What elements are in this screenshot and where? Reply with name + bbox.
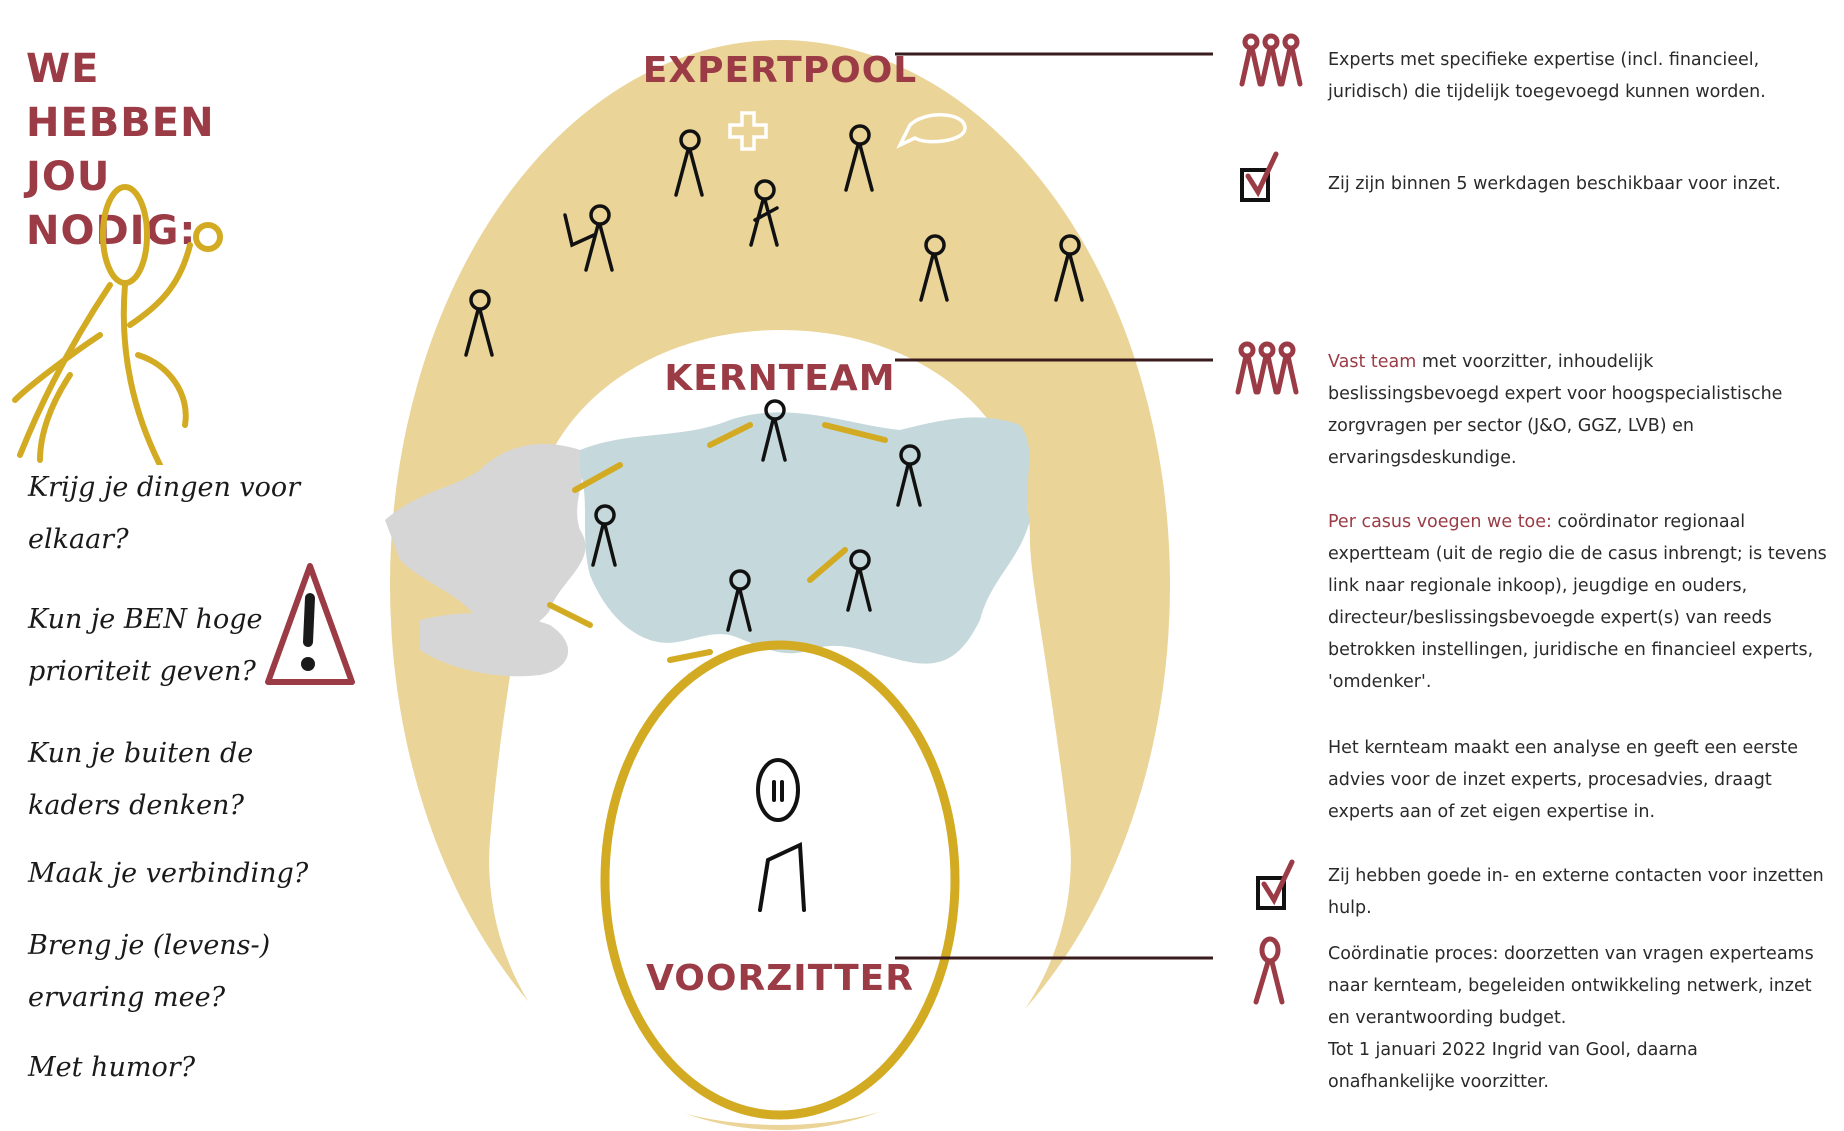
question-5: Breng je (levens-) ervaring mee?	[28, 930, 271, 1013]
kernteam-person-icon	[846, 549, 872, 612]
expert-person-icon	[674, 129, 704, 197]
kernteam-members	[591, 399, 922, 632]
kernteam-accent: Vast team	[1328, 352, 1417, 372]
expert-person-icon	[1054, 234, 1084, 302]
expertpool-description: Experts met specifieke expertise (incl. …	[1328, 50, 1766, 102]
kernteam-connections	[547, 422, 888, 663]
people-group-icon	[1235, 341, 1299, 395]
title-line-1: WE HEBBEN	[26, 46, 215, 146]
question-3: Kun je buiten de kaders denken?	[28, 738, 254, 821]
voorzitter-circle	[600, 640, 960, 1120]
kernteam-person-icon	[896, 444, 922, 507]
voorzitter-person-icon	[756, 758, 806, 912]
kernteam-text: met voorzitter, inhoudelijk beslissingsb…	[1328, 352, 1783, 468]
voorzitter-coordination: Coördinatie proces: doorzetten van vrage…	[1328, 944, 1814, 1028]
expert-person-icon	[563, 204, 614, 272]
people-group-icon	[1239, 33, 1303, 87]
expertpool-label: EXPERTPOOL	[643, 50, 918, 91]
per-casus-text: coördinator regionaal expertteam (uit de…	[1328, 512, 1827, 692]
expert-person-icon	[464, 289, 494, 357]
person-with-balloon-icon	[12, 184, 223, 465]
kernteam-person-icon	[726, 569, 752, 632]
per-casus-description: Per casus voegen we toe: coördinator reg…	[1328, 506, 1828, 698]
expertpool-availability: Zij zijn binnen 5 werkdagen beschikbaar …	[1328, 174, 1781, 194]
person-icon	[1253, 936, 1285, 1005]
question-2: Kun je BEN hoge prioriteit geven?	[28, 604, 263, 687]
expertise-symbols	[436, 111, 967, 225]
map-region-grey-south	[420, 613, 569, 677]
title-line-2: JOU NODIG:	[26, 154, 197, 254]
kernteam-label: KERNTEAM	[664, 358, 895, 399]
voorzitter-label: VOORZITTER	[646, 958, 914, 999]
kernteam-person-icon	[591, 504, 617, 567]
euro-icon	[436, 173, 478, 225]
per-casus-accent: Per casus voegen we toe:	[1328, 512, 1552, 532]
connector-lines	[895, 52, 1213, 960]
expert-person-icon	[844, 124, 874, 192]
question-1: Krijg je dingen voor elkaar?	[28, 472, 301, 555]
checkbox-icon	[1256, 859, 1295, 910]
voorzitter-description: Coördinatie proces: doorzetten van vrage…	[1328, 938, 1828, 1098]
question-4: Maak je verbinding?	[28, 858, 309, 889]
expertpool-members	[464, 124, 1084, 357]
expert-person-icon	[919, 234, 949, 302]
kernteam-person-icon	[761, 399, 787, 462]
scale-icon	[438, 121, 512, 169]
speech-bubble-icon	[896, 113, 967, 149]
kernteam-analysis: Het kernteam maakt een analyse en geeft …	[1328, 738, 1799, 822]
expert-person-icon	[749, 179, 779, 247]
checkbox-icon	[1240, 151, 1279, 202]
plus-icon	[728, 111, 768, 151]
organization-diagram: EXPERTPOOL KERNTEAM VOORZITTER	[385, 40, 1170, 1130]
map-region-blue	[580, 412, 1030, 664]
page-title: WE HEBBEN JOU NODIG:	[26, 42, 286, 258]
kernteam-contacts: Zij hebben goede in- en externe contacte…	[1328, 866, 1824, 918]
warning-icon	[265, 563, 355, 685]
map-region-grey	[385, 444, 586, 629]
question-6: Met humor?	[28, 1052, 196, 1083]
voorzitter-note: Tot 1 januari 2022 Ingrid van Gool, daar…	[1328, 1040, 1698, 1092]
kernteam-description: Vast team met voorzitter, inhoudelijk be…	[1328, 346, 1828, 474]
